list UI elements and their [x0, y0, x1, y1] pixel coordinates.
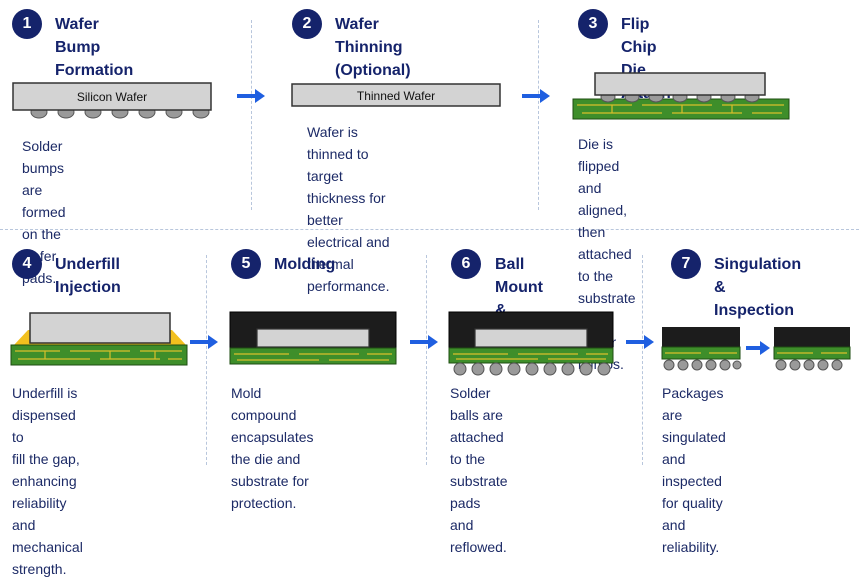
step-title: Singulation & Inspection: [714, 256, 802, 319]
step-description: Packages are singulated and inspected fo…: [662, 385, 726, 555]
substrate: [229, 347, 397, 365]
silicon-wafer-illustration: Silicon Wafer: [12, 82, 212, 119]
step-title: Underfill Injection: [55, 256, 121, 296]
substrate: [448, 347, 614, 364]
solder-balls: [453, 362, 611, 376]
step-description: Wafer is thinned to target thickness for…: [307, 124, 390, 294]
wafer-label: Silicon Wafer: [77, 90, 147, 104]
step-number-badge: 5: [231, 249, 261, 279]
step-title: Molding: [274, 256, 336, 273]
mold-compound: [774, 327, 850, 347]
solder-balls: [775, 359, 843, 371]
step-title: Wafer Bump Formation: [55, 16, 134, 79]
underfill-illustration: [10, 312, 188, 366]
mold-compound: [662, 327, 740, 347]
step-number-badge: 3: [578, 9, 608, 39]
step-number-badge: 2: [292, 9, 322, 39]
arrow-right-icon: [410, 335, 438, 349]
flip-chip-illustration: [572, 72, 790, 120]
solder-balls: [663, 359, 742, 371]
step-description: Solder balls are attached to the substra…: [450, 385, 508, 555]
step-number-badge: 1: [12, 9, 42, 39]
die: [594, 72, 766, 96]
arrow-right-icon: [522, 89, 550, 103]
silicon-wafer: [12, 82, 212, 111]
substrate: [10, 344, 188, 366]
arrow-right-icon: [237, 89, 265, 103]
thinned-wafer-illustration: Thinned Wafer: [291, 83, 501, 107]
step-description: Underfill is dispensed to fill the gap, …: [12, 385, 83, 577]
singulated-package-illustration: [661, 327, 742, 371]
arrow-right-icon: [746, 341, 770, 355]
step-description: Mold compound encapsulates the die and s…: [231, 385, 314, 511]
die: [29, 312, 171, 344]
die: [256, 328, 370, 348]
step-number-badge: 7: [671, 249, 701, 279]
separator-horizontal: [0, 229, 859, 230]
arrow-right-icon: [190, 335, 218, 349]
separator-vertical: [642, 255, 643, 465]
separator-vertical: [251, 20, 252, 210]
wafer-label: Thinned Wafer: [357, 89, 435, 103]
step-number-badge: 4: [12, 249, 42, 279]
separator-vertical: [538, 20, 539, 210]
separator-vertical: [426, 255, 427, 465]
molding-illustration: [229, 311, 397, 365]
ball-mount-illustration: [448, 311, 614, 376]
thinned-wafer: [291, 83, 501, 107]
die: [474, 328, 588, 348]
step-number-badge: 6: [451, 249, 481, 279]
inspected-package-illustration: [773, 327, 851, 371]
separator-vertical: [206, 255, 207, 465]
arrow-right-icon: [626, 335, 654, 349]
step-title: Wafer Thinning (Optional): [335, 16, 411, 79]
